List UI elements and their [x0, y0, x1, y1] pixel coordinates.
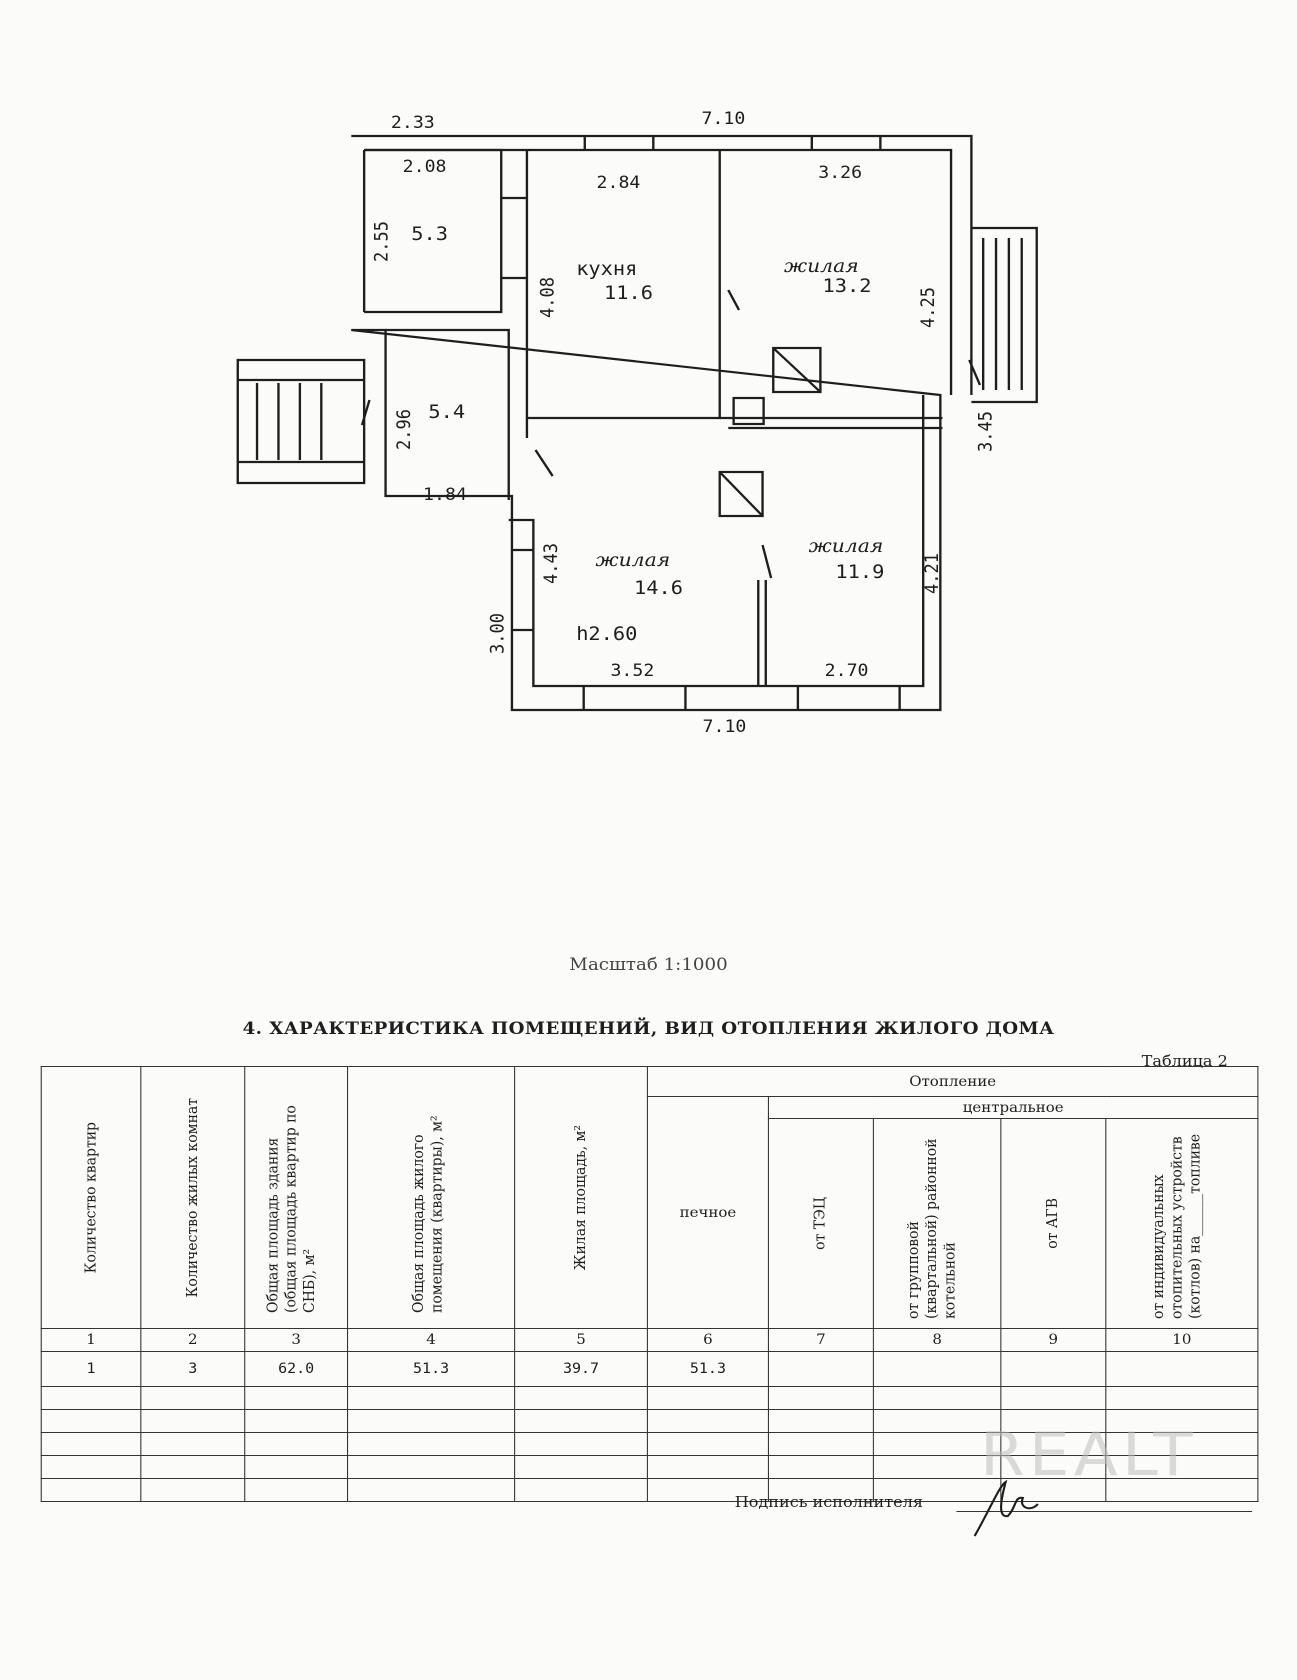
table-row	[40, 1386, 1259, 1410]
dim-living-ne-width: 3.26	[818, 164, 862, 183]
living-ne-label: жилая	[784, 255, 859, 277]
col-header-10: от индивидуальных отопительных устройств…	[1105, 1118, 1259, 1329]
living-sw-area: 14.6	[634, 577, 683, 599]
value-rooms: 3	[140, 1351, 246, 1387]
dim-living-ne-height: 4.25	[918, 287, 939, 328]
col-header-5: Жилая площадь, м²	[514, 1066, 648, 1329]
kitchen-label: кухня	[576, 258, 637, 280]
floor-plan: 2.33 7.10 2.08 2.84 3.26 1.84 3.52 2.70 …	[236, 110, 1038, 737]
walls	[236, 134, 1038, 712]
value-total-apartment-area: 51.3	[347, 1351, 516, 1387]
value-living-area: 39.7	[514, 1351, 648, 1387]
dim-porch-depth: 3.45	[976, 411, 997, 452]
dim-hall-height: 2.96	[395, 409, 416, 450]
col-header-3: Общая площадь здания (общая площадь квар…	[244, 1066, 349, 1329]
characteristics-table: Количество квартир Количество жилых комн…	[40, 1066, 1259, 1502]
dim-top-overall: 7.10	[702, 110, 746, 129]
kitchen-area: 11.6	[604, 282, 653, 304]
signature-label: Подпись исполнителя	[734, 1493, 923, 1511]
dim-hall-width: 1.84	[423, 486, 467, 505]
group-heating: Отопление	[646, 1066, 1259, 1097]
value-stove-heating: 51.3	[646, 1351, 769, 1387]
dim-bottom-overall: 7.10	[703, 718, 747, 737]
col-header-4: Общая площадь жилого помещения (квартиры…	[347, 1066, 516, 1329]
watermark: REALT	[979, 1420, 1197, 1490]
table-row: 1 3 62.0 51.3 39.7 51.3	[40, 1351, 1259, 1387]
dim-kitchen-width: 2.84	[597, 174, 641, 193]
group-central: центральное	[767, 1096, 1259, 1119]
table-row	[40, 1455, 1259, 1479]
col-header-2: Количество жилых комнат	[140, 1066, 246, 1329]
dim-storage-height: 2.55	[372, 221, 393, 262]
dim-bottom-left: 3.00	[488, 613, 509, 654]
dim-living-se-width: 2.70	[825, 662, 869, 681]
table-row	[40, 1409, 1259, 1433]
hall-area: 5.4	[428, 401, 465, 423]
dim-living-se-height: 4.21	[923, 553, 944, 594]
storage-area: 5.3	[411, 223, 448, 245]
table-label: Таблица 2	[1141, 1052, 1228, 1070]
living-sw-ceiling: h2.60	[576, 623, 637, 645]
dim-living-sw-height: 4.43	[541, 543, 562, 584]
col-header-8: от групповой (квартальной) районной коте…	[872, 1118, 1002, 1329]
signature-line	[956, 1511, 1252, 1512]
section-title: 4. ХАРАКТЕРИСТИКА ПОМЕЩЕНИЙ, ВИД ОТОПЛЕН…	[242, 1019, 1055, 1039]
living-ne-area: 13.2	[823, 275, 872, 297]
table-row	[40, 1432, 1259, 1456]
col-header-1: Количество квартир	[40, 1066, 142, 1329]
living-se-area: 11.9	[835, 561, 884, 583]
col-header-9: от АГВ	[1000, 1118, 1107, 1329]
dim-living-sw-width: 3.52	[610, 662, 654, 681]
col-header-6: печное	[646, 1096, 769, 1329]
value-apartments: 1	[40, 1351, 142, 1387]
living-se-label: жилая	[809, 535, 884, 557]
table-row	[40, 1478, 1259, 1502]
dim-storage-width: 2.08	[403, 158, 447, 177]
signature-mark	[973, 1479, 1039, 1537]
living-sw-label: жилая	[595, 549, 670, 571]
col-header-7: от ТЭЦ	[767, 1118, 874, 1329]
dim-top-left: 2.33	[391, 114, 435, 133]
value-total-building-area: 62.0	[244, 1351, 349, 1387]
scale-label: Масштаб 1:1000	[569, 955, 728, 975]
dim-kitchen-height: 4.08	[538, 277, 559, 318]
